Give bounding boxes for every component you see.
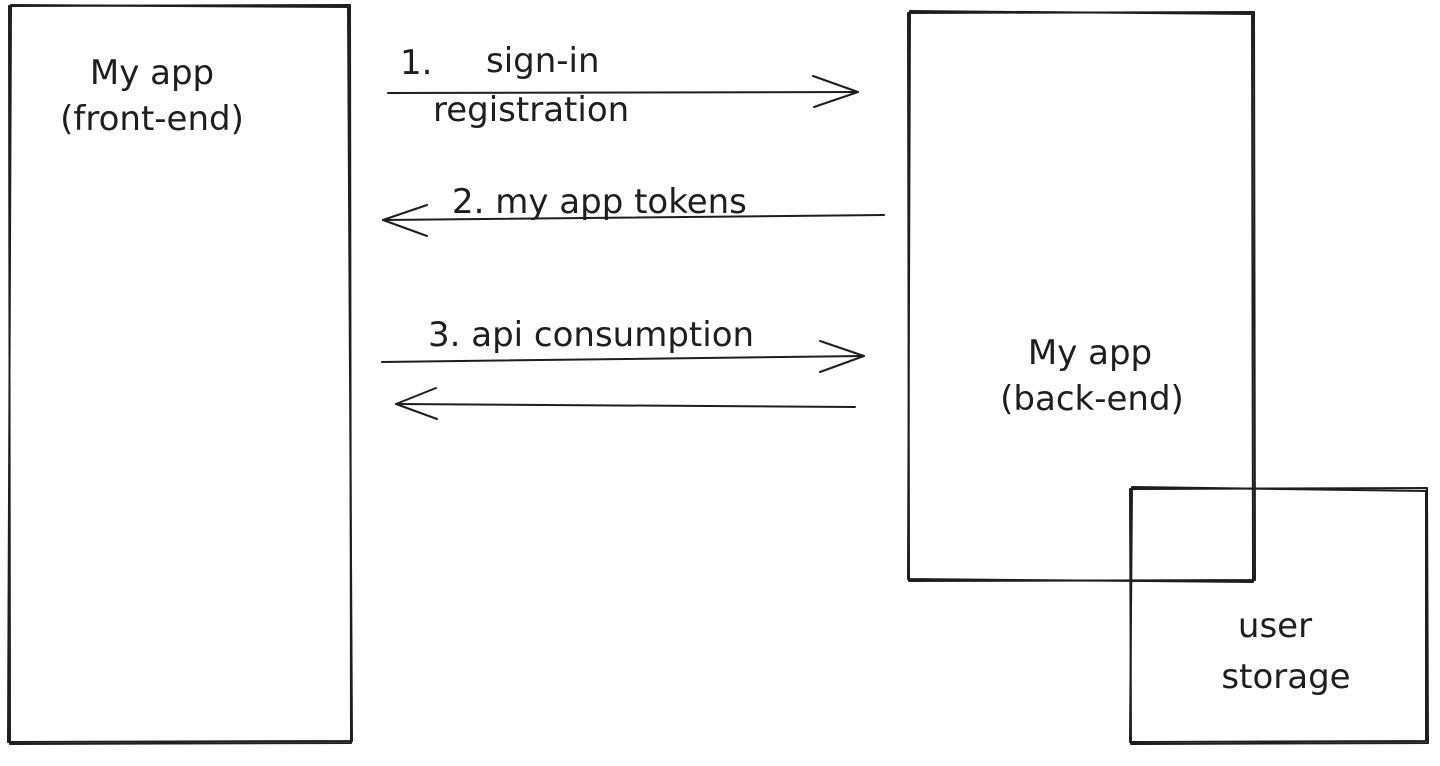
signin-step-number: 1. — [400, 43, 432, 83]
api-response-arrow — [395, 387, 856, 420]
user-storage-box: user storage — [1129, 486, 1429, 745]
storage-label-line2: storage — [1221, 657, 1350, 697]
registration-label: registration — [433, 90, 629, 130]
storage-label-line1: user — [1238, 606, 1312, 646]
api-request-arrow: 3. api consumption — [381, 315, 865, 373]
api-request-arrow-line — [381, 355, 865, 363]
frontend-label-line1: My app — [90, 53, 214, 93]
tokens-arrow-line — [382, 214, 885, 221]
tokens-arrowhead — [382, 204, 428, 237]
signin-arrow-line — [387, 91, 859, 94]
signin-arrowhead — [812, 75, 859, 108]
tokens-label: 2. my app tokens — [452, 182, 747, 222]
api-consumption-label: 3. api consumption — [428, 315, 754, 355]
tokens-arrow: 2. my app tokens — [382, 182, 885, 237]
signin-label: sign-in — [486, 41, 600, 81]
backend-label-line2: (back-end) — [1000, 379, 1184, 419]
frontend-label-line2: (front-end) — [60, 99, 244, 139]
backend-label-line1: My app — [1028, 333, 1152, 373]
api-request-arrowhead — [819, 340, 865, 373]
backend-box: My app (back-end) — [907, 10, 1256, 583]
api-response-arrow-line — [395, 403, 856, 408]
signin-arrow: 1. sign-in registration — [387, 41, 859, 130]
frontend-box: My app (front-end) — [7, 4, 353, 745]
api-response-arrowhead — [395, 387, 438, 420]
